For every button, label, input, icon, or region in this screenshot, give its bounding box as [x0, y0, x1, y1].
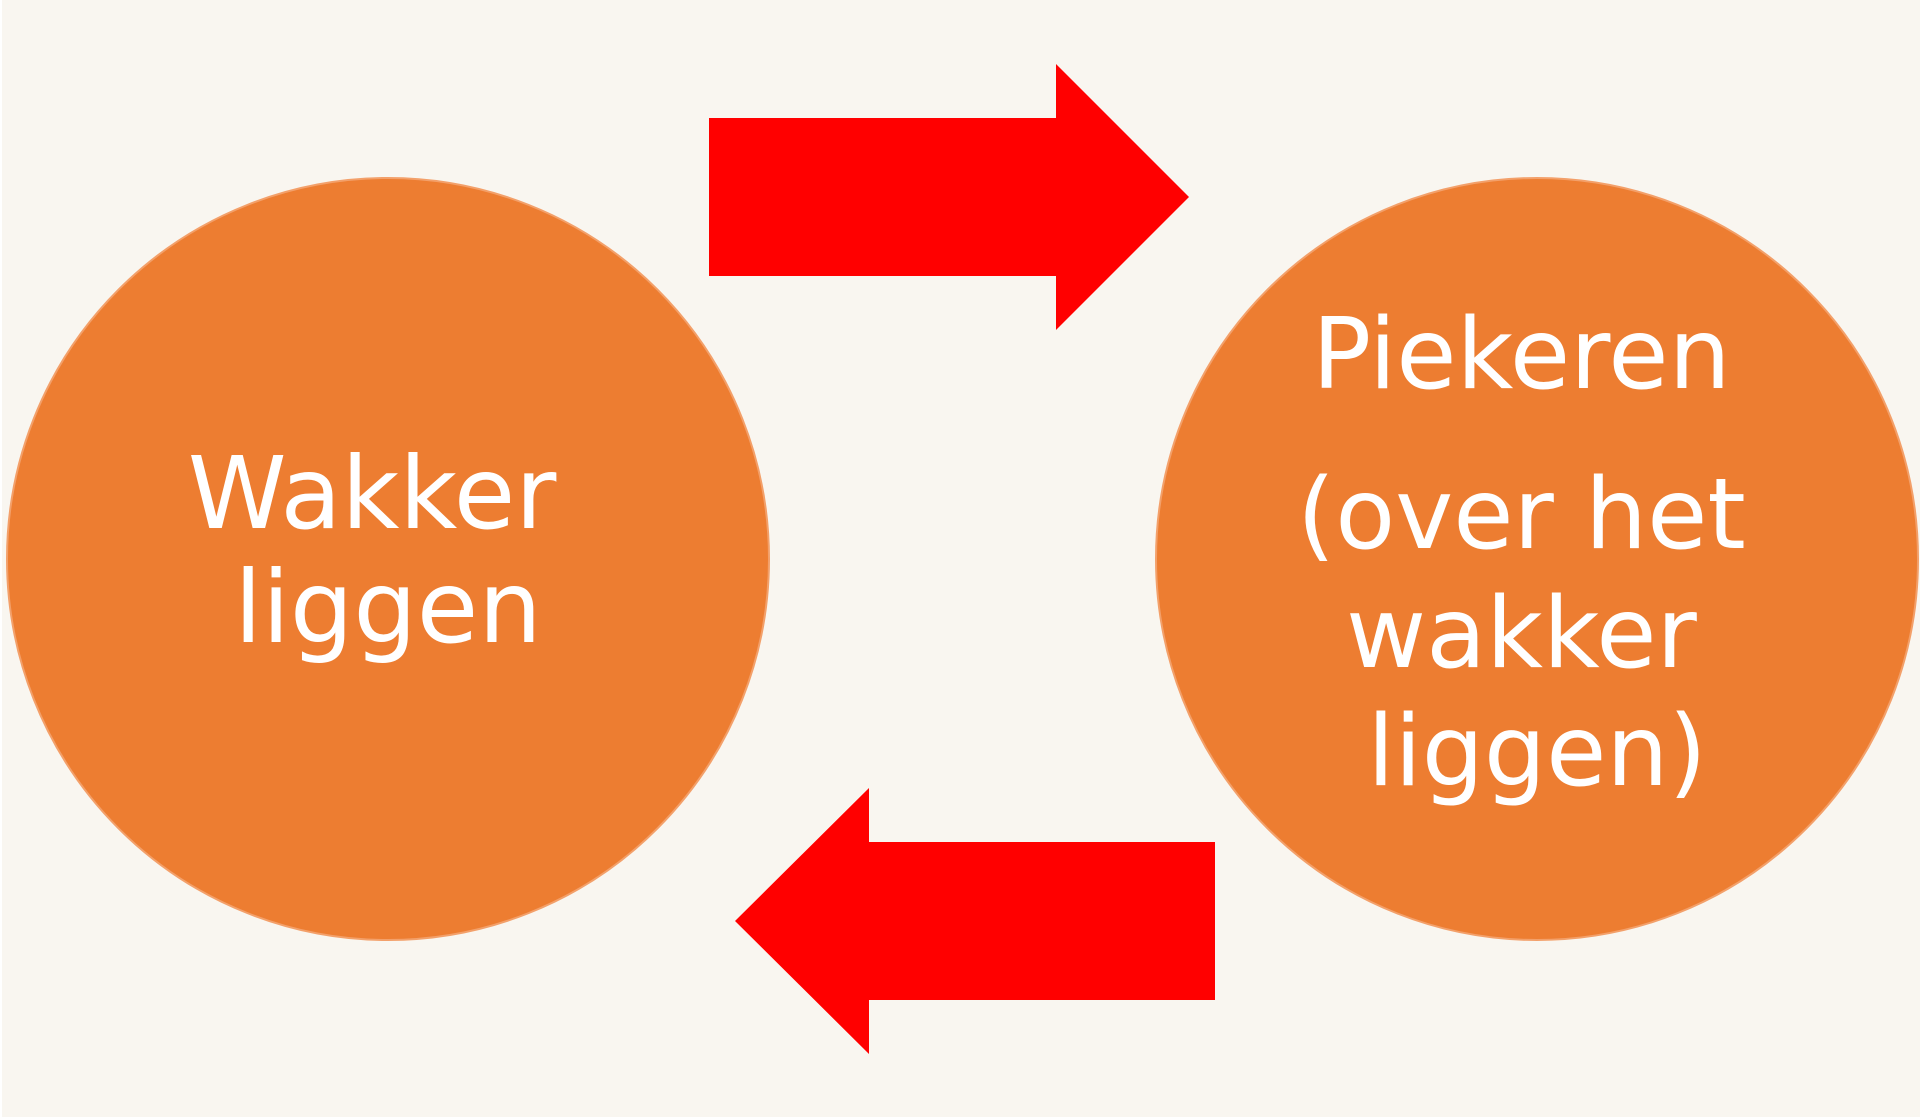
node-left-line-2: liggen	[234, 549, 541, 666]
node-right-line-3: wakker	[1346, 577, 1698, 691]
arrow-left-icon	[735, 788, 1215, 1054]
node-circle-left	[6, 177, 770, 941]
node-circle-right	[1155, 177, 1919, 941]
node-wakker-liggen: Wakker liggen	[6, 177, 770, 941]
node-left-label: Wakker liggen	[188, 435, 588, 666]
node-right-line-4: liggen)	[1367, 695, 1707, 809]
arrow-right-icon	[709, 64, 1189, 330]
node-right-label: Piekeren (over het wakker liggen)	[1297, 298, 1777, 809]
node-piekeren: Piekeren (over het wakker liggen)	[1155, 177, 1919, 941]
node-left-line-1: Wakker	[188, 435, 558, 552]
node-right-line-2: (over het	[1297, 458, 1746, 572]
node-right-line-1: Piekeren	[1312, 298, 1731, 412]
